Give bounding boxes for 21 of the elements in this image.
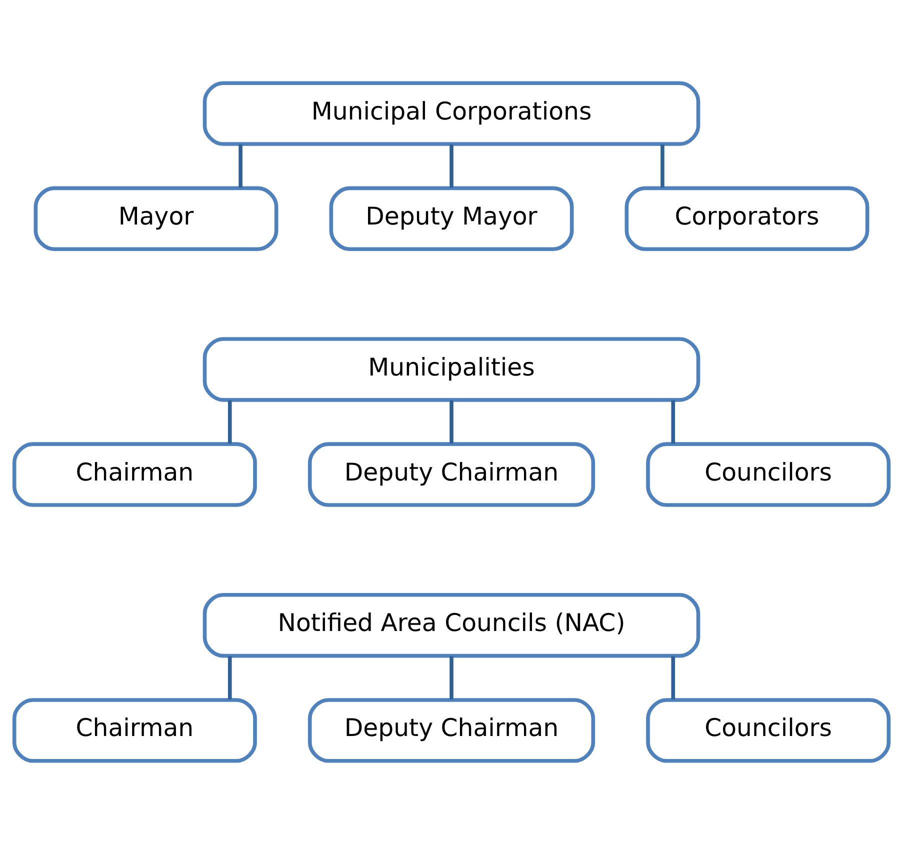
- node-box: Deputy Mayor: [329, 186, 574, 251]
- node-box: Chairman: [12, 698, 257, 762]
- connector: [450, 656, 454, 699]
- connector: [238, 144, 242, 188]
- connector: [228, 656, 232, 699]
- node-box: Deputy Chairman: [308, 442, 596, 506]
- node-box: Notified Area Councils (NAC): [202, 592, 700, 658]
- node-box: Councilors: [646, 698, 891, 762]
- connector: [450, 400, 454, 443]
- node-box: Chairman: [12, 442, 257, 506]
- connector: [660, 144, 664, 188]
- connector: [450, 144, 454, 188]
- node-box: Mayor: [34, 186, 278, 251]
- node-box: Deputy Chairman: [308, 698, 596, 762]
- node-box: Councilors: [646, 442, 891, 506]
- connector: [671, 656, 676, 699]
- node-box: Municipalities: [202, 336, 700, 402]
- node-box: Corporators: [624, 186, 870, 251]
- connector: [228, 400, 232, 443]
- connector: [671, 400, 676, 443]
- node-box: Municipal Corporations: [202, 80, 700, 146]
